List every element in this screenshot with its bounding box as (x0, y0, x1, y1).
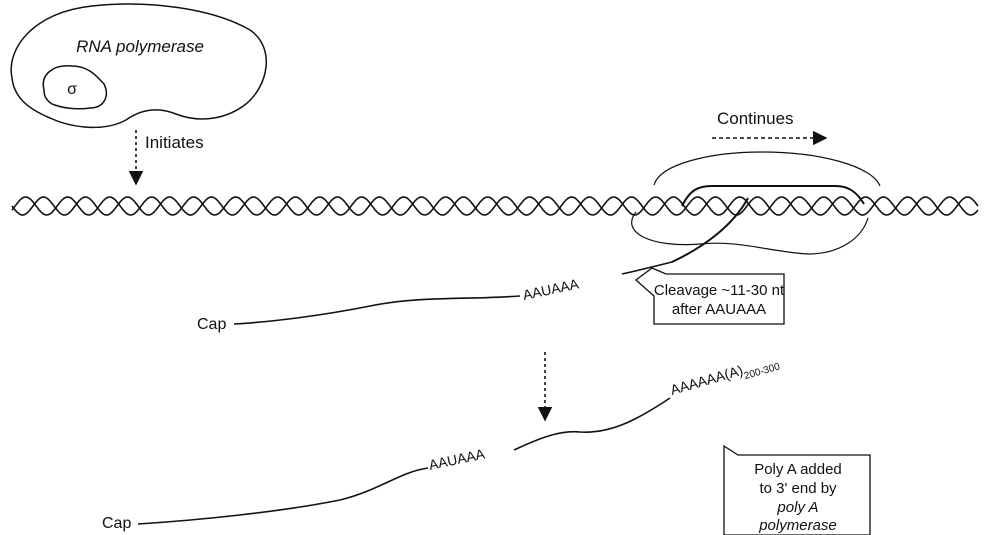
poly-a-tail-text: AAAAAA(A) (668, 362, 744, 398)
elongation-complex (632, 152, 880, 262)
poly-a-tail-length: 200-300 (743, 361, 782, 382)
mature-transcript-middle (514, 398, 670, 450)
polya-line-2: to 3' end by (759, 480, 837, 497)
sigma-factor-label: σ (67, 81, 77, 98)
cleavage-line-1: Cleavage ~11-30 nt (654, 282, 785, 299)
polya-callout: Poly A added to 3' end by poly A polymer… (724, 446, 870, 535)
cap-label: Cap (197, 316, 226, 333)
polyadenylated-transcript: Cap AAUAAA AAAAAA(A)200-300 (102, 352, 782, 532)
polyadenylation-signal: AAUAAA (521, 275, 581, 303)
polymerase-footprint-outline (654, 152, 880, 186)
transcript-line (234, 296, 520, 324)
dna-double-helix (12, 197, 978, 215)
polymerase-label: RNA polymerase (76, 37, 204, 56)
initiates-label: Initiates (145, 133, 204, 152)
polyadenylation-signal-bottom: AAUAAA (427, 445, 487, 473)
polymerase-lower-outline (632, 212, 868, 254)
cleavage-line-2: after AAUAAA (672, 301, 766, 318)
poly-a-tail-label: AAAAAA(A)200-300 (668, 352, 781, 403)
polymerase-outline (11, 4, 266, 127)
poly-a-tail: AAAAAA(A)200-300 (668, 352, 781, 403)
polya-line-3: poly A (776, 499, 818, 516)
mature-transcript-line (138, 468, 428, 524)
cap-label-bottom: Cap (102, 515, 131, 532)
polya-line-1: Poly A added (754, 461, 842, 478)
rna-polymerase: RNA polymerase σ (11, 4, 266, 127)
polya-line-4: polymerase (758, 517, 837, 534)
continues-label: Continues (717, 109, 794, 128)
nascent-transcript: Cap AAUAAA (197, 262, 672, 333)
cleavage-callout: Cleavage ~11-30 nt after AAUAAA (636, 268, 785, 324)
